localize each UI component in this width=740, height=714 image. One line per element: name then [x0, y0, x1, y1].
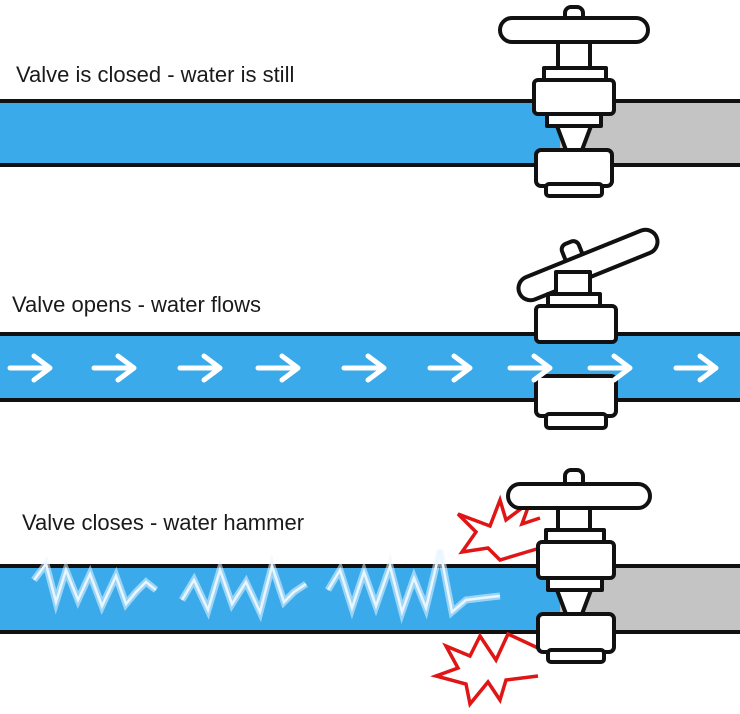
flow-arrow-icon: [507, 353, 553, 383]
panel-open: Valve opens - water flows: [0, 227, 740, 430]
valve-handwheel-icon: [506, 468, 652, 664]
shock-wave-icon: [31, 549, 501, 624]
panel-closed: Valve is closed - water is still: [0, 5, 740, 198]
flow-arrow-icon: [427, 353, 473, 383]
caption-closed: Valve is closed - water is still: [16, 62, 294, 87]
water-column: [0, 101, 560, 165]
caption-hammer: Valve closes - water hammer: [22, 510, 304, 535]
flow-arrows: [7, 353, 719, 383]
flow-arrow-icon: [341, 353, 387, 383]
valve-handwheel-icon: [516, 227, 660, 430]
panel-hammer: Valve closes - water hammer: [0, 468, 740, 708]
valve-handwheel-icon: [498, 5, 650, 198]
flow-arrow-icon: [177, 353, 223, 383]
flow-arrow-icon: [255, 353, 301, 383]
flow-arrow-icon: [7, 353, 53, 383]
caption-open: Valve opens - water flows: [12, 292, 261, 317]
flow-arrow-icon: [91, 353, 137, 383]
flow-arrow-icon: [587, 353, 633, 383]
flow-arrow-icon: [673, 353, 719, 383]
